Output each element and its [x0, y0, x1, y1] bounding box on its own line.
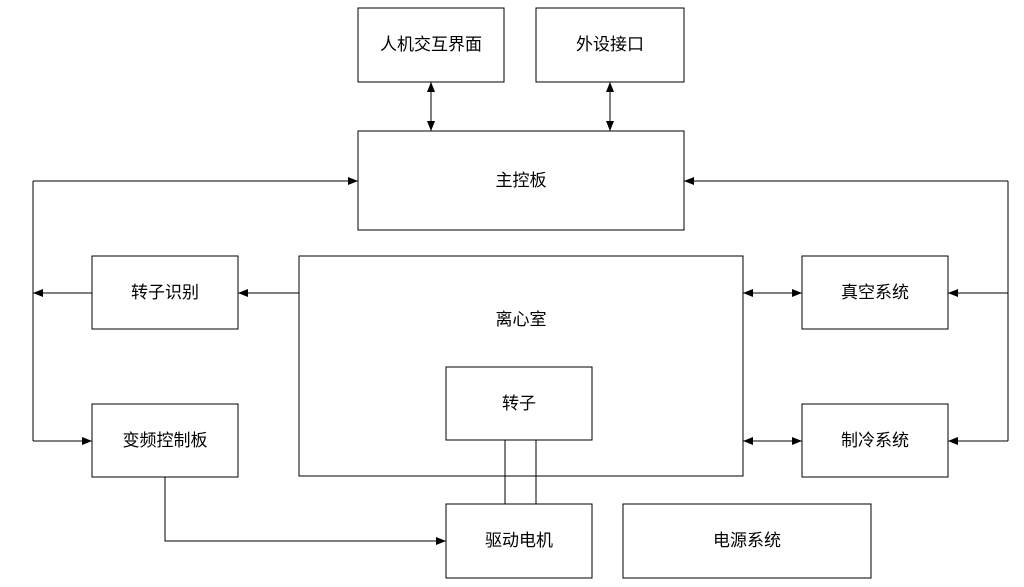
node-mainboard: 主控板 [357, 130, 685, 231]
node-rotor: 转子 [445, 366, 593, 441]
node-refrigeration: 制冷系统 [801, 403, 949, 478]
node-rotor-label: 转子 [502, 394, 536, 414]
node-mainboard-label: 主控板 [496, 171, 547, 191]
node-rotor-id: 转子识别 [91, 255, 239, 330]
edge-vfd-to-motor [164, 477, 446, 545]
node-chamber: 离心室 [298, 255, 744, 477]
node-vacuum: 真空系统 [801, 255, 949, 330]
node-vacuum-label: 真空系统 [841, 283, 909, 303]
node-power: 电源系统 [622, 503, 872, 579]
node-power-label: 电源系统 [713, 531, 781, 551]
node-hmi: 人机交互界面 [357, 7, 505, 83]
node-hmi-label: 人机交互界面 [380, 35, 482, 55]
node-chamber-label: 离心室 [496, 310, 547, 330]
node-refrigeration-label: 制冷系统 [841, 431, 909, 451]
node-motor-label: 驱动电机 [485, 531, 553, 551]
node-peripheral-label: 外设接口 [576, 35, 644, 55]
node-rotor-id-label: 转子识别 [131, 283, 199, 303]
node-vfd-board: 变频控制板 [91, 403, 239, 478]
node-motor: 驱动电机 [445, 503, 593, 579]
node-vfd-board-label: 变频控制板 [123, 431, 208, 451]
node-peripheral: 外设接口 [535, 7, 685, 83]
